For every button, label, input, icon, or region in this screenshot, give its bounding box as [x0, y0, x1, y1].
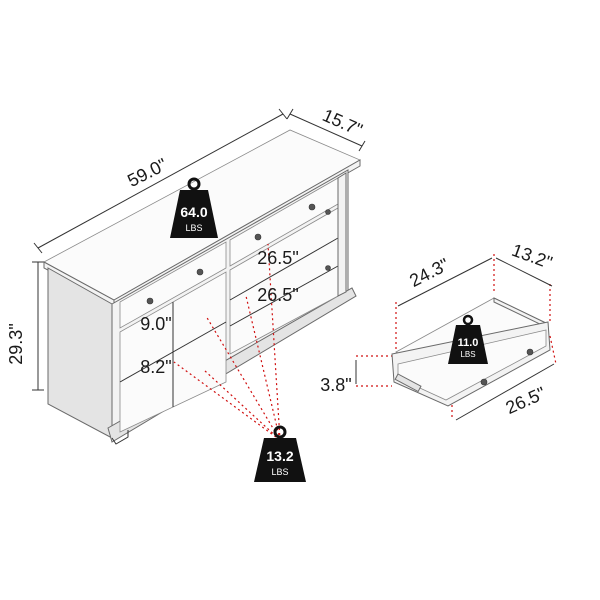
- dim-depth-label: 15.7": [319, 105, 365, 140]
- weight-shelves-unit: LBS: [271, 467, 288, 477]
- dim-height-label: 29.3": [6, 323, 26, 364]
- dim-drawer-inner-width: 24.3": [406, 254, 452, 291]
- weight-drawer-unit: LBS: [460, 350, 475, 359]
- dim-drawer-outer-width: 26.5": [503, 383, 549, 418]
- dim-shelf-top-left: 9.0": [140, 314, 171, 334]
- kettlebell-icon: [254, 438, 306, 482]
- kettlebell-icon: [448, 325, 488, 364]
- weight-drawer-value: 11.0: [458, 337, 479, 349]
- weight-icon-drawer: 11.0 LBS: [448, 314, 488, 364]
- weight-top-value: 64.0: [180, 204, 207, 220]
- dim-width-label: 59.0": [124, 154, 170, 191]
- weight-icon-shelves: 13.2 LBS: [254, 425, 306, 482]
- dim-shelf-top-right: 26.5": [257, 248, 298, 268]
- dim-shelf-low-left: 8.2": [140, 357, 171, 377]
- shelf-load-lines: [173, 243, 281, 441]
- weight-shelves-value: 13.2: [266, 448, 293, 464]
- weight-top-unit: LBS: [185, 223, 202, 233]
- drawer-left-front: [119, 241, 227, 329]
- dimension-lines: [32, 108, 366, 391]
- dim-shelf-mid-right: 26.5": [257, 285, 298, 305]
- weight-icon-top: 64.0 LBS: [170, 177, 218, 238]
- kettlebell-icon: [170, 190, 218, 238]
- tv-stand-cabinet: [43, 129, 361, 445]
- dim-drawer-height: 3.8": [320, 375, 351, 395]
